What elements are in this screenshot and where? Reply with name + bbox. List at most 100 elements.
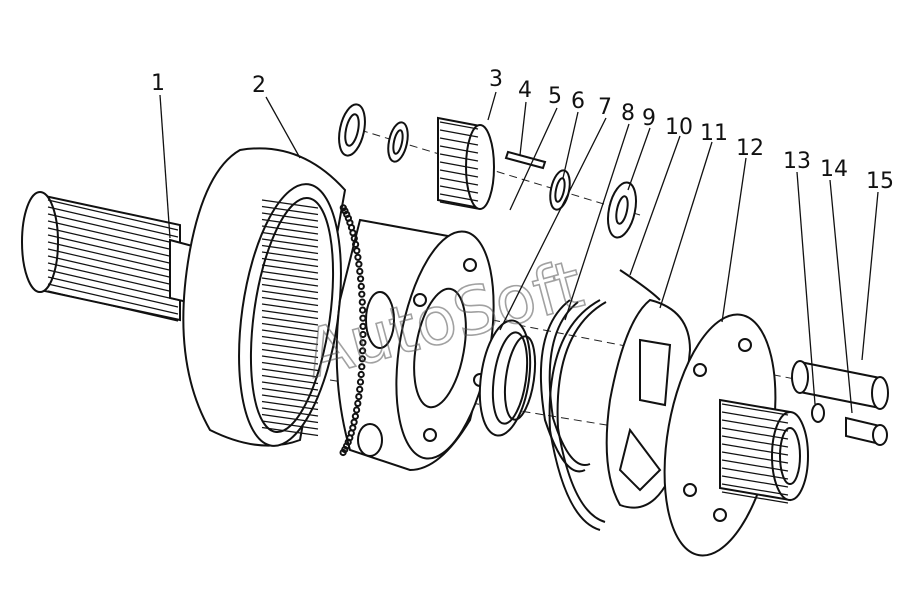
sun-gear-tooth [359,330,367,339]
tooth-line [261,413,319,424]
sun-gear-tooth [353,406,361,414]
tooth-line [261,322,319,333]
callout-15: 15 [866,169,894,194]
tooth-line [721,419,789,432]
tooth-line [721,427,789,440]
tooth-line [439,161,479,170]
planet-gear-icon [437,116,495,210]
tooth-line [439,137,479,146]
tooth-line [261,205,319,216]
splined-shaft-icon [21,191,201,322]
tooth-line [261,231,319,242]
callout-8: 8 [621,101,635,126]
sun-gear-tooth [357,275,365,283]
tooth-line [261,407,319,417]
tooth-line [439,185,479,194]
tooth-line [721,459,789,472]
tooth-line [261,355,319,365]
callout-7: 7 [598,95,612,120]
callout-numbers: 1 2 3 4 5 6 7 8 9 10 11 12 13 14 15 [151,67,894,194]
sun-gear-tooth [358,298,366,306]
sun-gear-tooth [354,399,362,407]
sun-gear-tooth [355,393,363,401]
ring-gear-icon [182,147,347,447]
tooth-line [261,387,319,398]
tooth-line [47,248,179,280]
callout-1: 1 [151,71,165,96]
tooth-line [261,290,319,300]
needle-pin-icon [504,150,547,170]
callout-leaders [159,91,879,414]
tooth-line [439,177,479,186]
retainer-ring-icon [548,299,607,531]
tooth-line [47,290,179,322]
tooth-line [721,475,789,488]
tooth-line [47,276,179,308]
tooth-line [261,244,319,255]
tooth-line [47,241,179,273]
tooth-line [721,467,789,480]
tooth-line [439,201,479,210]
tooth-line [261,342,319,352]
tooth-line [261,199,319,209]
tooth-line [261,329,319,339]
tooth-line [261,374,319,385]
planet-shaft-icon [791,360,889,410]
tooth-line [47,206,179,238]
sun-gear-tooth [356,378,365,386]
sun-gear-tooth [359,314,367,322]
sun-gear-tooth [354,253,362,261]
callout-5: 5 [548,84,562,109]
tooth-line [439,145,479,154]
sun-gear-tooth [356,267,364,275]
sun-gear-tooth [355,260,363,268]
callout-14: 14 [820,157,848,182]
callout-10: 10 [665,115,693,140]
sun-gear-tooth [353,247,361,255]
tooth-line [439,193,479,202]
sun-gear-tooth [350,234,358,242]
tooth-line [261,251,319,261]
tooth-line [47,262,179,294]
callout-13: 13 [783,149,811,174]
sun-gear-tooth [359,347,367,355]
sun-gear-tooth [352,240,360,248]
tooth-line [439,153,479,162]
small-washer-icon [811,403,825,423]
tooth-line [261,264,319,274]
tooth-line [261,212,319,222]
thrust-washer-icon [607,181,637,239]
sun-gear-tooth [349,229,357,237]
sun-gear-tooth [356,385,364,393]
callout-9: 9 [642,106,656,131]
tooth-line [47,213,179,245]
callout-3: 3 [489,67,503,92]
tooth-line [261,368,319,378]
callout-6: 6 [571,89,585,114]
sun-gear-tooth [359,322,367,330]
sun-gear-tooth [359,339,367,347]
tooth-line [47,269,179,301]
tooth-line [439,169,479,178]
sun-gear-tooth [358,363,366,371]
tooth-line [47,234,179,266]
callout-11: 11 [700,121,728,146]
tooth-line [261,238,319,248]
tooth-line [261,426,319,437]
tooth-line [261,381,319,391]
callout-4: 4 [518,78,532,103]
tooth-line [721,491,789,504]
tooth-line [261,335,319,346]
tooth-line [261,225,319,235]
tooth-line [261,296,319,307]
tooth-line [261,348,319,359]
tooth-line [261,420,319,430]
callout-2: 2 [252,73,266,98]
tooth-line [261,309,319,320]
tooth-line [261,270,319,281]
tooth-line [721,411,789,424]
tooth-line [47,227,179,259]
sun-gear-tooth [359,306,367,314]
bearing-ring-icon [478,319,537,437]
